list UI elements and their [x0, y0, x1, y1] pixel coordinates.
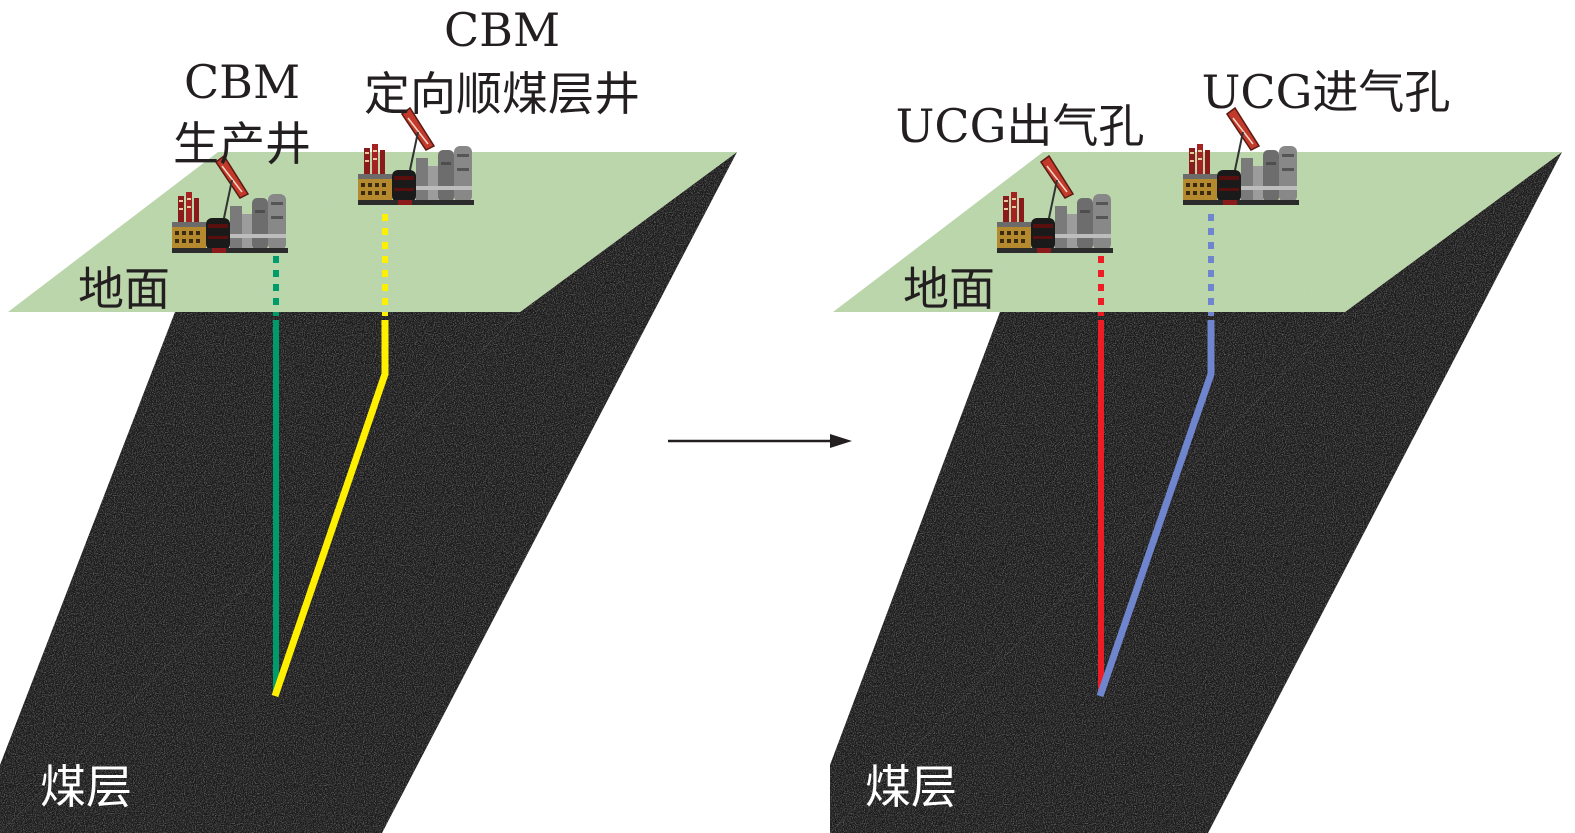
directional-well-label-line1: CBM — [444, 3, 560, 57]
coal-seam-side-left — [0, 152, 737, 833]
outlet-label: UCG出气孔 — [896, 99, 1145, 153]
coal-seam-side-right — [830, 152, 1562, 833]
directional-well-label-line2: 定向顺煤层井 — [364, 67, 640, 121]
inlet-label: UCG进气孔 — [1202, 65, 1451, 119]
production-well-label-line2: 生产井 — [173, 117, 311, 171]
production-well-label-line1: CBM — [184, 55, 300, 109]
directional-well — [271, 214, 389, 698]
inlet-well — [1096, 214, 1215, 698]
ground-label-right: 地面 — [903, 262, 995, 316]
coal-seam-label-left: 煤层 — [40, 760, 132, 814]
left-panel: CBM 生产井 CBM 定向顺煤层井 地面 煤层 — [0, 3, 737, 833]
ground-label-left: 地面 — [78, 262, 170, 316]
transition-arrow — [668, 434, 852, 448]
coal-seam-label-right: 煤层 — [865, 760, 957, 814]
right-panel: UCG出气孔 UCG进气孔 地面 煤层 — [830, 65, 1562, 833]
